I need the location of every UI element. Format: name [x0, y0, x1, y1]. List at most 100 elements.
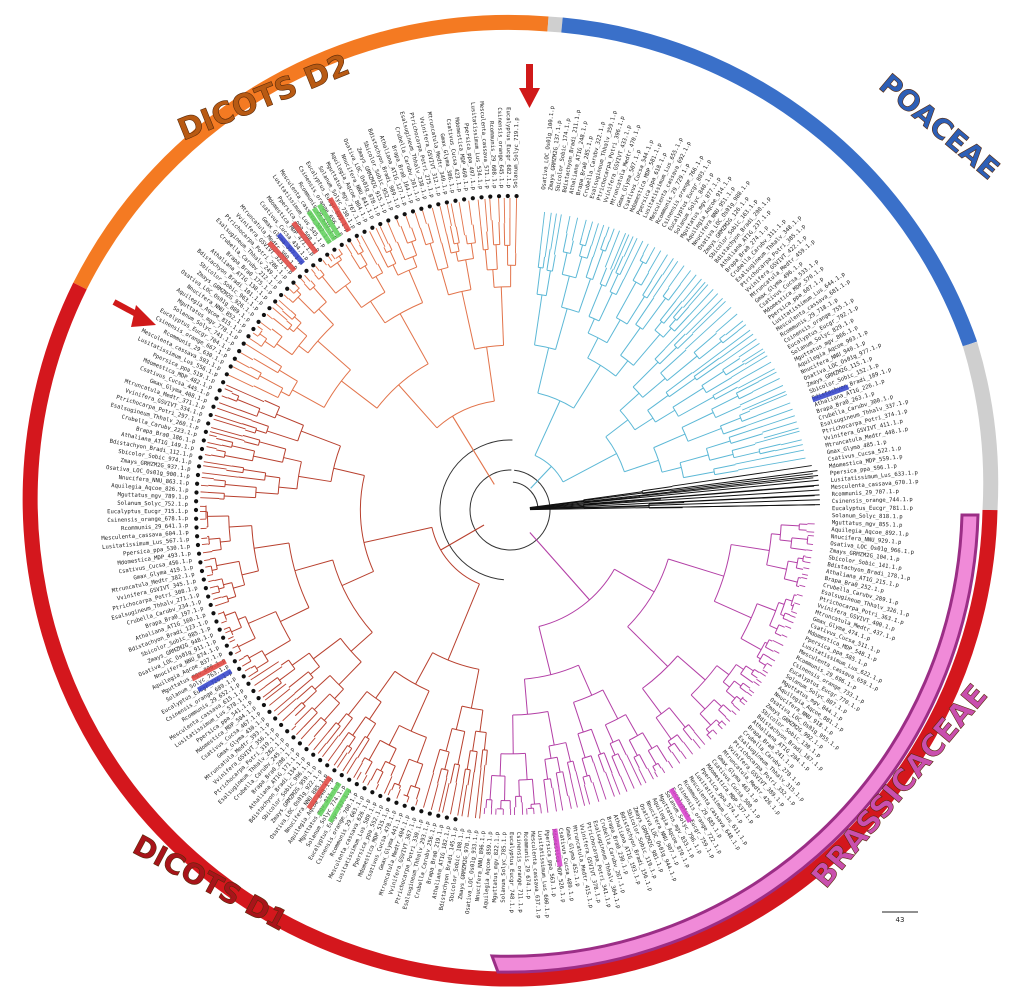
internal-branch: [215, 585, 219, 588]
internal-branch: [239, 369, 259, 380]
internal-arc: [282, 448, 287, 463]
leaf-branch: [311, 269, 316, 275]
internal-branch: [313, 693, 331, 711]
internal-branch: [470, 243, 475, 259]
internal-arc: [728, 437, 732, 444]
internal-branch: [736, 381, 759, 394]
leaf-branch: [430, 783, 439, 810]
internal-branch: [400, 225, 408, 244]
internal-branch: [676, 306, 690, 321]
internal-branch: [237, 616, 246, 620]
internal-branch: [605, 269, 614, 287]
internal-arc: [740, 603, 758, 639]
leaf-branch: [739, 385, 784, 406]
leaf-branch: [322, 735, 339, 758]
internal-branch: [370, 768, 378, 781]
internal-branch: [359, 244, 364, 252]
internal-branch: [486, 346, 495, 402]
internal-arc: [385, 760, 396, 767]
leaf-branch: [315, 265, 320, 272]
internal-branch: [211, 568, 218, 571]
leaf-branch: [257, 325, 263, 331]
internal-branch: [531, 779, 535, 805]
internal-branch: [606, 319, 621, 343]
internal-branch: [739, 686, 748, 694]
internal-arc: [307, 324, 334, 354]
internal-branch: [224, 611, 236, 617]
leaf-branch: [209, 586, 216, 589]
internal-branch: [640, 272, 650, 286]
leaf-branch: [566, 215, 571, 234]
internal-branch: [716, 665, 730, 676]
internal-arc: [376, 363, 429, 409]
leaf-label: Csinensis_orange_744.1.p: [832, 497, 914, 505]
leaf-branch: [731, 355, 768, 378]
internal-branch: [445, 770, 449, 778]
ring-dicots-d2: [73, 14, 549, 290]
internal-arc: [518, 778, 533, 781]
internal-branch: [398, 384, 438, 429]
leaf-branch: [211, 591, 218, 595]
leaf-branch: [252, 332, 259, 337]
leaf-branch: [787, 620, 794, 624]
leaf-label: Csinensis_orange_645.1.p: [496, 107, 504, 189]
leaf-label: Csinensis_orange_678.1.p: [107, 516, 189, 524]
leaf-branch: [741, 348, 764, 363]
leaf-branch: [244, 667, 251, 672]
leaf-branch: [706, 734, 712, 740]
leaf-branch: [206, 446, 217, 450]
leaf-branch: [591, 223, 599, 246]
internal-branch: [713, 699, 722, 708]
internal-arc: [323, 369, 351, 408]
internal-branch: [673, 742, 681, 752]
internal-branch: [682, 728, 693, 741]
internal-arc: [394, 670, 430, 692]
internal-branch: [524, 753, 528, 780]
internal-branch: [279, 668, 296, 681]
root-structure: [439, 439, 551, 581]
internal-arc: [681, 427, 689, 442]
leaf-branch: [661, 767, 666, 774]
internal-arc: [432, 652, 480, 670]
internal-branch: [357, 738, 370, 759]
highlight-mark: [306, 210, 333, 245]
internal-branch: [313, 722, 327, 738]
leaf-branch: [623, 240, 644, 280]
internal-branch: [642, 486, 673, 492]
label-dicots-d1: DICOTS D1: [128, 829, 293, 938]
internal-branch: [614, 568, 655, 593]
internal-branch: [673, 333, 686, 346]
internal-branch: [264, 639, 291, 656]
highlight-mark: [291, 220, 319, 255]
internal-branch: [663, 300, 683, 324]
internal-branch: [498, 221, 501, 245]
internal-arc: [234, 611, 242, 628]
leaf-branch: [289, 288, 295, 294]
internal-arc: [561, 306, 579, 313]
leaf-branch: [737, 324, 747, 332]
internal-branch: [759, 449, 775, 455]
internal-branch: [449, 226, 455, 244]
internal-branch: [555, 772, 560, 788]
leaf-branch: [805, 556, 812, 559]
internal-branch: [627, 626, 669, 667]
internal-branch: [674, 314, 690, 332]
leaf-branch: [291, 725, 297, 731]
internal-branch: [562, 453, 617, 483]
internal-branch: [370, 300, 386, 324]
internal-branch: [411, 227, 417, 241]
leaf-branch: [688, 284, 709, 307]
leaf-branch: [367, 779, 371, 786]
internal-branch: [391, 783, 396, 791]
internal-branch: [338, 255, 342, 261]
internal-branch: [668, 283, 681, 301]
internal-branch: [437, 768, 442, 784]
internal-branch: [225, 484, 257, 488]
internal-arc: [228, 515, 231, 542]
internal-branch: [579, 244, 584, 257]
internal-branch: [573, 702, 584, 733]
leaf-branch: [423, 772, 435, 808]
internal-arc: [609, 291, 617, 296]
leaf-label: Rcommunis_29_608.1.p: [488, 121, 497, 189]
internal-branch: [672, 306, 683, 318]
